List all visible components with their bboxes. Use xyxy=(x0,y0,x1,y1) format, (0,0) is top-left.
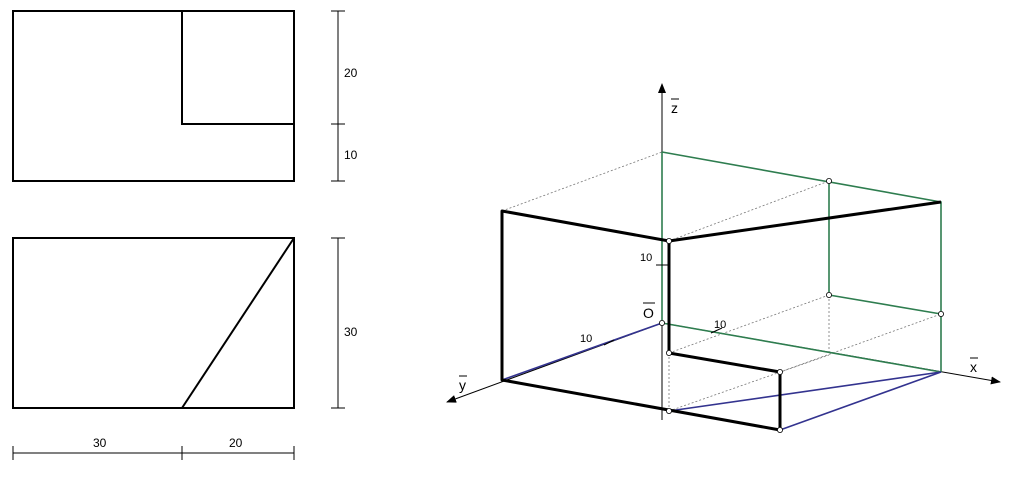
z-tick-label: 10 xyxy=(640,252,652,264)
top-dim-right-label: 30 xyxy=(344,325,358,339)
y-axis-label-group: y xyxy=(459,375,467,393)
top-view-horizontal-dimension xyxy=(12,446,295,460)
front-view: 20 10 xyxy=(12,10,358,182)
y-axis-label: y xyxy=(459,377,466,393)
origin-label: O xyxy=(643,305,654,321)
vertex xyxy=(666,237,673,244)
vertex xyxy=(777,368,784,375)
top-view-diagonal-edge xyxy=(181,237,295,409)
x-axis-label-group: x xyxy=(970,357,978,375)
front-dim-bottom-label: 10 xyxy=(344,148,358,162)
front-view-dimension xyxy=(331,10,345,182)
front-view-outline xyxy=(12,10,295,182)
top-dim-right-bottom-label: 20 xyxy=(229,436,243,450)
z-axis-label-group: z xyxy=(671,98,679,116)
vertex xyxy=(826,177,833,184)
front-dim-top-label: 20 xyxy=(344,66,358,80)
green-edges xyxy=(661,151,942,373)
top-view: 30 30 20 xyxy=(12,237,358,460)
z-axis-label: z xyxy=(671,100,678,116)
vertex xyxy=(938,310,945,317)
object-edges xyxy=(500,200,942,432)
blue-edges xyxy=(501,322,942,431)
construction-lines xyxy=(501,151,942,412)
x-tick-label: 10 xyxy=(714,319,726,331)
front-view-step-edge xyxy=(181,11,294,125)
vertex xyxy=(659,319,666,326)
top-dim-left-label: 30 xyxy=(93,436,107,450)
vertex xyxy=(666,349,673,356)
vertex xyxy=(826,291,833,298)
y-tick-label: 10 xyxy=(580,333,592,345)
vertex-markers xyxy=(659,177,945,433)
origin-label-group: O xyxy=(643,302,655,321)
vertex xyxy=(666,407,673,414)
x-axis-label: x xyxy=(970,359,977,375)
tick-marks xyxy=(603,264,723,346)
vertex xyxy=(777,426,784,433)
top-view-outline xyxy=(12,237,295,409)
top-view-vertical-dimension xyxy=(331,237,345,409)
axonometric-view: z x y O 10 10 10 xyxy=(446,83,1001,433)
